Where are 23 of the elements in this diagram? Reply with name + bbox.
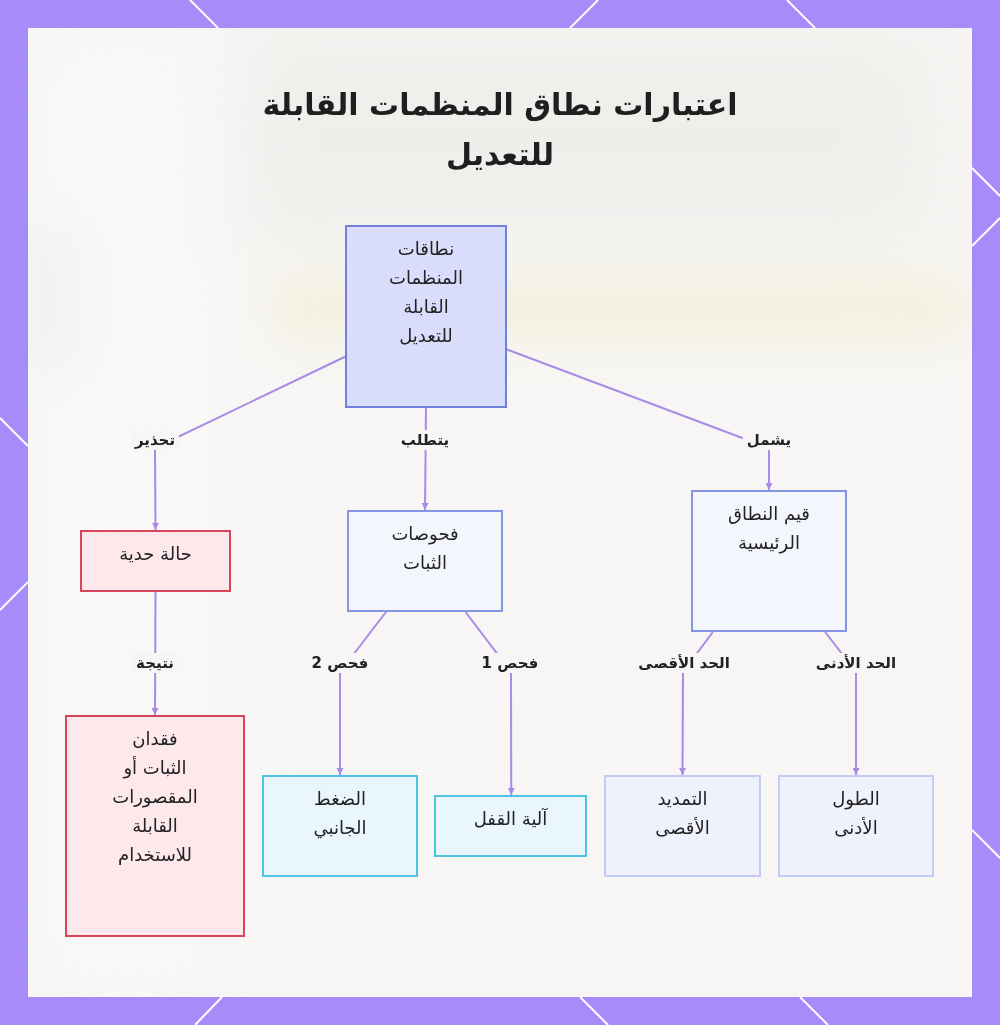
process-box	[778, 775, 934, 877]
node-label: نطاقات المنظمات القابلة للتعديل	[388, 237, 464, 348]
node-label: قيم النطاق الرئيسية	[727, 502, 811, 556]
node-label: حالة حدية	[119, 542, 192, 566]
connector-arrow	[506, 348, 773, 491]
node-label: الطول الأدنى	[831, 787, 881, 840]
process-box	[262, 775, 418, 877]
warning-box	[65, 715, 245, 937]
node-label: التمديد الأقصى	[654, 787, 711, 840]
node-label: فحوصات الثبات	[390, 522, 460, 575]
node-label: الضغط الجانبي	[312, 787, 368, 841]
connector-arrow	[464, 611, 515, 796]
connector-arrow	[151, 355, 346, 531]
node-label: آلية القفل	[473, 807, 548, 831]
process-box	[434, 795, 587, 857]
node-label: فقدان الثبات أو المقصورات القابلة للاستخدام	[111, 727, 199, 867]
process-box	[691, 490, 847, 632]
process-box	[347, 510, 503, 612]
diagram-title: اعتبارات نطاق المنظمات القابلة للتعديل	[261, 86, 739, 174]
connector-arrow	[336, 611, 387, 776]
process-box	[345, 225, 507, 408]
process-box	[604, 775, 761, 877]
warning-box	[80, 530, 231, 592]
